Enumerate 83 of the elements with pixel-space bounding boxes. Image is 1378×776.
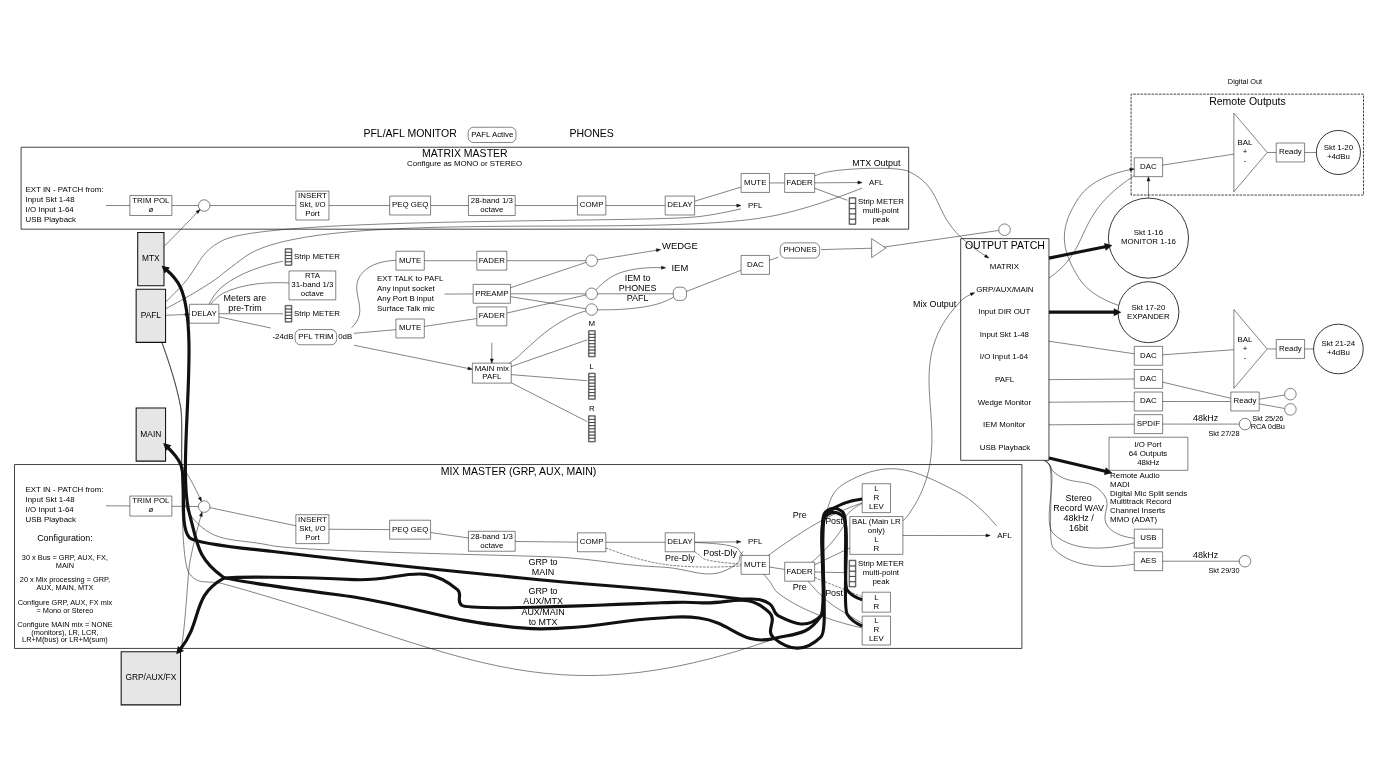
node-box: MTX bbox=[137, 231, 165, 286]
edge-label: AUX/MAIN to MTX bbox=[521, 606, 565, 627]
edge-label: 48kHz bbox=[1192, 549, 1219, 560]
edge-label: Post-Dly bbox=[703, 547, 737, 558]
arrow bbox=[902, 533, 991, 537]
connector bbox=[218, 313, 284, 314]
edge-label: Pre bbox=[792, 509, 807, 520]
node-box: PAFL bbox=[135, 288, 167, 343]
arrow bbox=[902, 292, 975, 521]
connector bbox=[161, 341, 997, 676]
edge-label: Stereo Record WAV 48kHz / 16bit bbox=[1053, 492, 1104, 533]
edge-label: GRP to MAIN bbox=[528, 556, 558, 577]
edge-label: Mix Output bbox=[913, 298, 957, 309]
arrow bbox=[1048, 307, 1122, 316]
connector bbox=[1304, 348, 1314, 349]
connector bbox=[814, 576, 863, 597]
label: Configuration: bbox=[37, 532, 93, 543]
connector bbox=[814, 547, 851, 565]
edge-label: 48kHz bbox=[1192, 412, 1219, 423]
edge-label: PAFL bbox=[626, 292, 649, 303]
edge-label: Pre-Dly bbox=[665, 552, 695, 563]
arrow bbox=[163, 208, 201, 247]
connector bbox=[1048, 340, 1135, 354]
arrow bbox=[178, 511, 203, 652]
node-circle bbox=[1238, 417, 1252, 430]
connector bbox=[171, 505, 199, 507]
connector bbox=[161, 341, 744, 574]
node-switch bbox=[673, 286, 687, 301]
arrow bbox=[176, 510, 863, 654]
node-text: IEM bbox=[671, 261, 689, 273]
node-box: MAIN bbox=[135, 407, 167, 462]
label: PFL/AFL MONITOR bbox=[363, 126, 457, 139]
connector bbox=[1048, 378, 1135, 380]
arrow bbox=[1048, 456, 1113, 475]
node-circle bbox=[585, 287, 598, 300]
arrow bbox=[1048, 242, 1113, 260]
connector bbox=[763, 573, 863, 628]
arrow bbox=[814, 167, 990, 258]
connector bbox=[814, 187, 848, 200]
connector bbox=[811, 502, 863, 562]
connector bbox=[807, 580, 863, 623]
edge-label: Meters are pre-Trim bbox=[223, 292, 267, 313]
node-triangle bbox=[871, 237, 887, 258]
connector bbox=[511, 382, 588, 422]
arrow bbox=[1146, 176, 1151, 198]
node-circle bbox=[198, 500, 211, 513]
arrow bbox=[163, 442, 863, 625]
node-circle bbox=[998, 223, 1011, 236]
connector bbox=[1045, 459, 1135, 567]
node-box: GRP/AUX/FX bbox=[120, 650, 182, 705]
node-circle bbox=[1238, 554, 1252, 567]
node-circle bbox=[585, 254, 598, 267]
arrow bbox=[353, 344, 473, 370]
connector bbox=[1048, 174, 1135, 278]
node-circle bbox=[198, 199, 211, 212]
node-circle bbox=[1284, 387, 1297, 400]
node-text: WEDGE bbox=[662, 239, 698, 251]
connector bbox=[1304, 151, 1317, 153]
arrow bbox=[161, 265, 863, 641]
edge-label: MTX Output bbox=[852, 157, 901, 168]
connector bbox=[511, 373, 588, 381]
edge-label: Pre bbox=[792, 581, 807, 592]
edge-label: IEM to PHONES bbox=[618, 272, 657, 293]
connector bbox=[165, 208, 742, 302]
arrow bbox=[1064, 167, 1135, 306]
arrow bbox=[597, 248, 661, 260]
connector bbox=[768, 502, 863, 556]
edge-label: GRP to AUX/MTX bbox=[523, 585, 563, 606]
connector bbox=[694, 541, 744, 556]
connector bbox=[511, 339, 588, 367]
arrow bbox=[694, 203, 742, 207]
connector bbox=[208, 260, 284, 304]
arrow bbox=[694, 539, 742, 544]
arrow bbox=[165, 446, 202, 502]
edge-label: Post bbox=[825, 587, 844, 598]
node-circle bbox=[585, 303, 598, 316]
label: PHONES bbox=[569, 126, 614, 139]
arrow bbox=[814, 180, 863, 184]
edge-label: Post bbox=[825, 515, 844, 526]
node-circle bbox=[1284, 402, 1297, 415]
arrow bbox=[595, 265, 666, 290]
connector bbox=[605, 547, 742, 567]
arrow bbox=[490, 341, 494, 363]
